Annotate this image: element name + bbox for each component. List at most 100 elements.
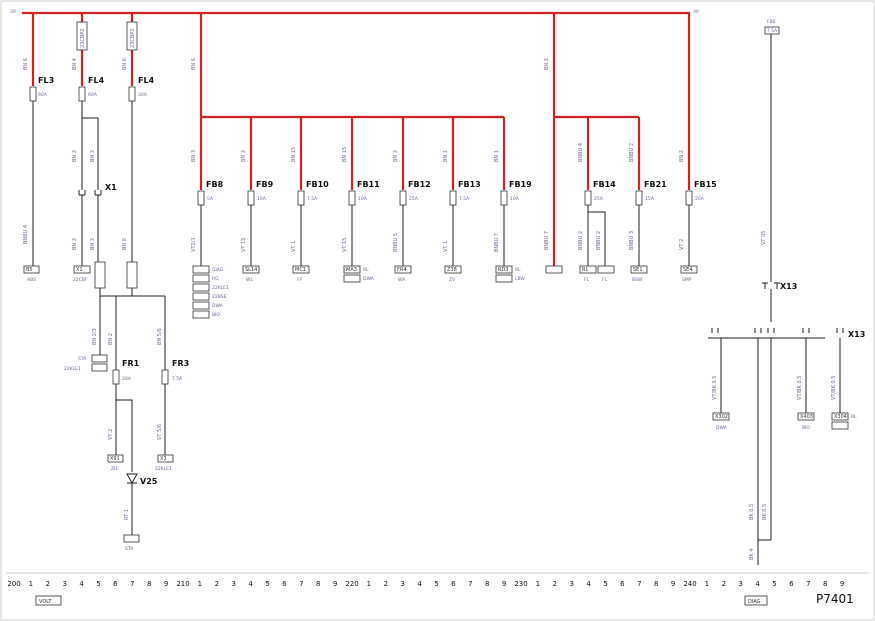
wire-fr1-branch <box>116 399 133 472</box>
ruler-tick: 8 <box>316 580 320 588</box>
ruler-tick: 3 <box>738 580 742 588</box>
wire-label-fb15-bottom: VT 2 <box>679 239 685 250</box>
terminal-fb8-4 <box>192 292 210 301</box>
terminal-fb8-2 <box>192 274 210 283</box>
connector-x13-a <box>762 282 780 289</box>
terminal-fb15-label: SMP <box>682 277 692 283</box>
ruler-tick: 9 <box>840 580 844 588</box>
diode-v25-label: V25 <box>140 477 158 486</box>
fuse-fb15 <box>685 190 693 206</box>
terminal-fb19-id: RD3 <box>498 267 509 273</box>
fuse-fb10 <box>297 190 305 206</box>
fuse-rating-fb0: 7.5A <box>767 28 778 34</box>
fuse-rating-fl4b: 30A <box>138 92 148 98</box>
wire-label-x13-rl: VT/BK 0.5 <box>831 376 837 400</box>
ruler-tick: 4 <box>248 580 253 588</box>
ruler-tick: 6 <box>789 580 794 588</box>
diag-box <box>744 595 768 606</box>
wire-label-v25: RT 1 <box>124 509 130 520</box>
fuse-fb14 <box>584 190 592 206</box>
terminal-fb15 <box>680 265 698 274</box>
terminal-fb8-label-5: DWA <box>212 303 224 309</box>
ruler-tick: 9 <box>333 580 337 588</box>
fuse-rating-fb12: 25A <box>409 196 419 202</box>
diag-label: DIAG <box>748 599 761 605</box>
terminal-fb12-label: WA <box>398 277 406 283</box>
ruler-tick: 8 <box>654 580 658 588</box>
terminal-fr3 <box>157 454 174 463</box>
fuse-fb0 <box>764 26 780 35</box>
fuse-label-fb12: FB12 <box>408 180 431 189</box>
ruler-tick: 1 <box>367 580 371 588</box>
terminal-fl3-id: B5 <box>26 267 33 273</box>
fuse-fb9 <box>247 190 255 206</box>
terminal-fb9-id: SL14 <box>245 267 257 273</box>
fuse-fb21 <box>635 190 643 206</box>
terminal-x13-rl-label: RL <box>851 414 857 420</box>
volt-label: VOLT <box>39 599 52 605</box>
terminal-x13-bio-label: BIO <box>802 425 810 431</box>
wire-label-fb13-bottom: VT 1 <box>443 241 449 252</box>
terminal-fb21 <box>630 265 648 274</box>
terminal-fl3-label: ABS <box>27 277 36 283</box>
terminal-fb10-label: FF <box>297 277 303 283</box>
wire-label-fl4a-mid: BN 3 <box>72 150 78 162</box>
wire-label-fb14-bottom2: BNBU 2 <box>596 231 602 250</box>
fuse-label-fl4a: FL4 <box>88 76 105 85</box>
wire-label-fb19: BN 1 <box>494 150 500 162</box>
terminal-x13-rl-id: X304 <box>834 414 847 420</box>
terminal-fb8-5 <box>192 301 210 310</box>
ruler-tick: 7 <box>468 580 472 588</box>
terminal-fb10 <box>292 265 310 274</box>
ruler-tick: 8 <box>485 580 489 588</box>
ruler-tick: 3 <box>400 580 404 588</box>
terminal-x13-dwa <box>712 412 730 421</box>
ruler-tick: 2 <box>46 580 50 588</box>
rail-left-label: 30 <box>10 9 16 15</box>
fuse-rating-fr3: 7.5A <box>172 376 183 382</box>
wire-label-diag-1: BK 0.5 <box>749 504 755 520</box>
terminal-x13-bio <box>797 412 815 421</box>
fuse-label-fb0: FB0 <box>767 19 776 25</box>
wire-label-fb10-bottom: VT 1 <box>291 241 297 252</box>
wire-label-fl4b-bottom: BN 6 <box>122 238 128 250</box>
fuse-fl3 <box>29 86 37 102</box>
terminal-fb11-id: MA3 <box>346 267 357 273</box>
ruler-tick: 4 <box>755 580 760 588</box>
wire-label-fb14-bottom: BNBU 2 <box>578 231 584 250</box>
terminal-x13-rl-a <box>831 412 849 421</box>
fuse-fb12 <box>399 190 407 206</box>
wire-label-diag-2: BK 0.5 <box>762 504 768 520</box>
rail-right-label: 30 <box>693 9 699 15</box>
connector-x13-b <box>711 328 844 333</box>
terminal-fb19-label-2: LBW <box>515 276 525 282</box>
fuse-rating-fl3: 60A <box>38 92 48 98</box>
ruler-tick: 5 <box>434 580 438 588</box>
fuse-label-fr3: FR3 <box>172 359 189 368</box>
wire-label-fl4a-mid2: BN 3 <box>90 150 96 162</box>
fuse-rating-fb19: 10A <box>510 196 520 202</box>
fuse-label-fb15: FB15 <box>694 180 717 189</box>
ruler-tick: 9 <box>671 580 675 588</box>
terminal-fb8-label-1: DIAG <box>212 267 224 273</box>
relay-fl4b <box>126 21 138 51</box>
ruler-tick: 3 <box>231 580 235 588</box>
ruler-tick: 8 <box>823 580 827 588</box>
page-code: P7401 <box>816 592 854 606</box>
fuse-label-fb9: FB9 <box>256 180 274 189</box>
wire-label-bn23: BN 2/3 <box>92 328 98 345</box>
fuse-fl4a <box>78 86 86 102</box>
wire-label-x13-bio: VT/BK 0.5 <box>797 376 803 400</box>
fuse-fl4b <box>128 86 136 102</box>
fuse-rating-fb15: 20A <box>695 196 705 202</box>
fuse-fr1 <box>112 369 120 385</box>
terminal-fl4a <box>73 265 91 274</box>
wire-label-fb19-bottom: BNBU 7 <box>494 233 500 252</box>
terminal-fb14-id: RL <box>582 267 588 273</box>
wire-label-fr1: VT 2 <box>108 429 114 440</box>
ruler-tick: 5 <box>96 580 100 588</box>
ruler-tick: 3 <box>62 580 66 588</box>
terminal-fb8-1 <box>192 265 210 274</box>
